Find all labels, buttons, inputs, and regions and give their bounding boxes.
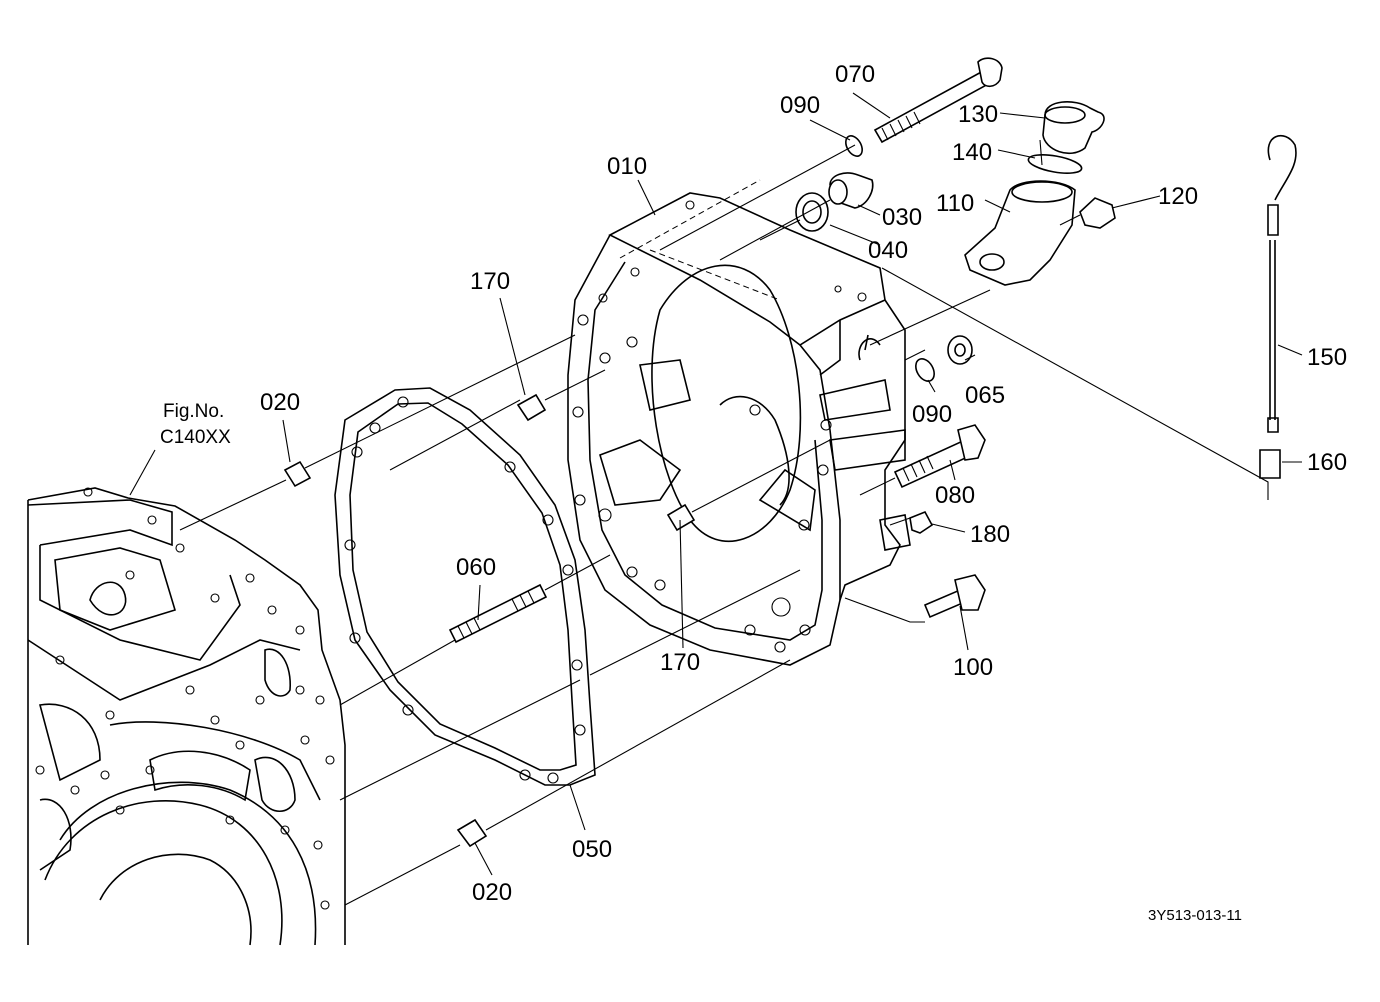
seal-040 bbox=[795, 192, 829, 232]
bolt-070 bbox=[873, 57, 1003, 144]
cap-130 bbox=[1042, 101, 1105, 154]
stud-060 bbox=[448, 583, 548, 644]
bolt-120 bbox=[1079, 197, 1116, 229]
callout-160: 160 bbox=[1307, 449, 1347, 476]
callout-170-bottom: 170 bbox=[660, 649, 700, 676]
bolt-080 bbox=[893, 424, 986, 489]
callout-060: 060 bbox=[456, 554, 496, 581]
bushing-065 bbox=[947, 335, 973, 365]
main-housing-010 bbox=[567, 192, 911, 666]
leader-lines bbox=[129, 92, 1303, 876]
reference-note: Fig.No. C140XX bbox=[160, 401, 231, 448]
dowel-pin-020-bottom bbox=[456, 818, 488, 848]
cap-160 bbox=[1259, 449, 1281, 479]
callout-150: 150 bbox=[1307, 344, 1347, 371]
callout-090-top: 090 bbox=[780, 92, 820, 119]
callout-020-top: 020 bbox=[260, 389, 300, 416]
reference-note-line2: C140XX bbox=[160, 427, 231, 448]
callout-140: 140 bbox=[952, 139, 992, 166]
plug-030 bbox=[828, 172, 874, 209]
assembly-lines bbox=[179, 139, 1269, 906]
dowel-pin-170-mid bbox=[666, 503, 696, 532]
filler-neck-110 bbox=[964, 180, 1076, 286]
dowel-pin-170-top bbox=[516, 393, 547, 422]
bolt-100 bbox=[923, 574, 986, 619]
dipstick-150 bbox=[1267, 134, 1297, 433]
o-ring-140 bbox=[1027, 154, 1083, 174]
drawing-code: 3Y513-013-11 bbox=[1148, 907, 1242, 924]
callout-090-mid: 090 bbox=[912, 401, 952, 428]
callout-065: 065 bbox=[965, 382, 1005, 409]
callout-040: 040 bbox=[868, 237, 908, 264]
plug-180 bbox=[909, 510, 934, 534]
callout-110: 110 bbox=[936, 190, 974, 217]
reference-note-line1: Fig.No. bbox=[163, 401, 224, 422]
callout-080: 080 bbox=[935, 482, 975, 509]
washer-090-mid bbox=[915, 358, 935, 382]
callout-120: 120 bbox=[1158, 183, 1198, 210]
callout-010: 010 bbox=[607, 153, 647, 180]
callout-130: 130 bbox=[958, 101, 998, 128]
dowel-pin-020-top bbox=[283, 460, 312, 488]
callout-180: 180 bbox=[970, 521, 1010, 548]
callout-050: 050 bbox=[572, 836, 612, 863]
gasket-050 bbox=[334, 387, 596, 786]
callout-020-bottom: 020 bbox=[472, 879, 512, 906]
callout-labels: 070 090 130 140 010 030 110 120 040 170 … bbox=[260, 61, 1347, 906]
callout-170-top: 170 bbox=[470, 268, 510, 295]
callout-030: 030 bbox=[882, 204, 922, 231]
adjacent-housing bbox=[27, 487, 346, 946]
callout-100: 100 bbox=[953, 654, 993, 681]
callout-070: 070 bbox=[835, 61, 875, 88]
